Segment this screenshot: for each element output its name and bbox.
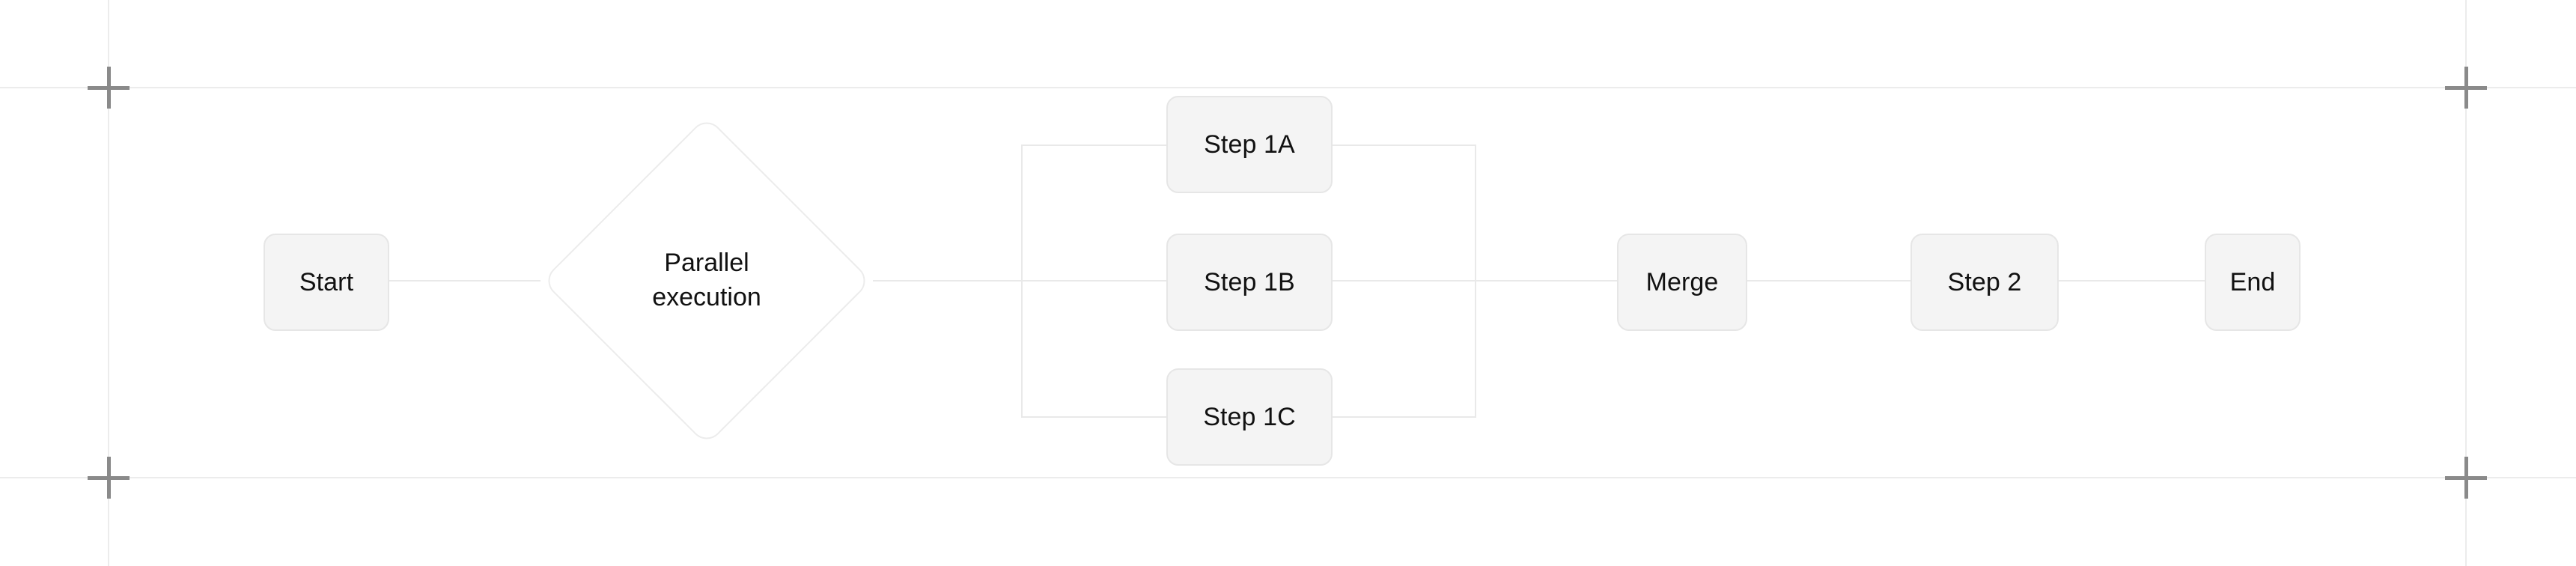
guide-line-horizontal-bottom	[0, 477, 2576, 478]
node-step-1a[interactable]: Step 1A	[1166, 96, 1333, 193]
crosshair-marker-top-left[interactable]	[88, 67, 130, 109]
node-start[interactable]: Start	[264, 234, 389, 331]
node-step-2-label: Step 2	[1947, 267, 2022, 296]
edge-step1b-to-merge-trunk	[1331, 280, 1476, 282]
edge-start-to-parallel	[389, 280, 541, 282]
guide-line-vertical-right	[2465, 0, 2467, 566]
crosshair-marker-top-right[interactable]	[2445, 67, 2487, 109]
node-step-1b[interactable]: Step 1B	[1166, 234, 1333, 331]
edge-branch-to-step1c	[1021, 416, 1168, 418]
diamond-shape	[541, 115, 872, 446]
edge-branch-left-vertical	[1021, 145, 1023, 418]
edge-step1c-to-merge-trunk	[1331, 416, 1476, 418]
edge-merge-to-step2	[1747, 280, 1912, 282]
node-step-1c-label: Step 1C	[1203, 402, 1296, 431]
edge-merge-trunk-to-merge	[1475, 280, 1619, 282]
node-parallel-execution[interactable]: Parallel execution	[541, 115, 873, 446]
node-merge-label: Merge	[1645, 267, 1719, 296]
node-step-1b-label: Step 1B	[1204, 267, 1295, 296]
guide-line-vertical-left	[108, 0, 109, 566]
edge-branch-to-step1a	[1021, 144, 1168, 146]
edge-branch-right-vertical	[1475, 145, 1476, 418]
node-step-1a-label: Step 1A	[1204, 130, 1295, 159]
edge-step2-to-end	[2059, 280, 2206, 282]
crosshair-marker-bottom-left[interactable]	[88, 457, 130, 499]
node-merge[interactable]: Merge	[1617, 234, 1747, 331]
edge-branch-to-step1b	[1021, 280, 1168, 282]
crosshair-marker-bottom-right[interactable]	[2445, 457, 2487, 499]
edge-step1a-to-merge-trunk	[1331, 144, 1476, 146]
guide-line-horizontal-top	[0, 87, 2576, 88]
node-end-label: End	[2229, 267, 2276, 296]
node-step-2[interactable]: Step 2	[1910, 234, 2059, 331]
node-end[interactable]: End	[2205, 234, 2301, 331]
edge-parallel-to-branch-trunk	[873, 280, 1023, 282]
node-start-label: Start	[299, 267, 354, 296]
node-step-1c[interactable]: Step 1C	[1166, 368, 1333, 466]
